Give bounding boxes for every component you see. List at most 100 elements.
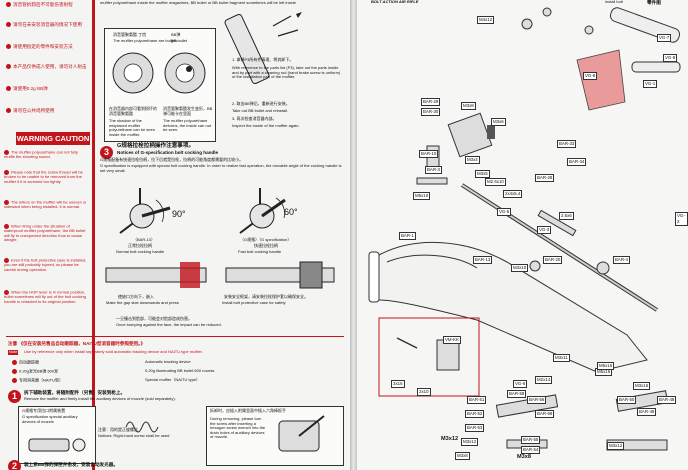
part-tag: BAR-34 <box>567 158 587 166</box>
note-body-en: Use by reference only when install separ… <box>24 349 203 354</box>
part-tag: M5x10 <box>413 192 431 200</box>
sub-box3-cn: 拆卸时，应插入附属里面中插入六角棒扳手 <box>210 408 286 413</box>
muzzle-device-illustration <box>28 438 86 452</box>
normal-handle-cn: 正常拉栓拉柄 <box>128 243 152 248</box>
shadow-caption-en: The shadow of the misplaced muffler poly… <box>109 118 156 137</box>
part-tag: VG-7 <box>657 34 672 42</box>
muffler-comparison-panel: 消音管聚氨酯 丁烷 The muffler polyurethane are b… <box>104 28 216 142</box>
step-1-title-cn: 拆下辅助装置，将随附配件（另售）安装到枪上。 <box>24 390 126 395</box>
normal-handle-en: Normal bolt cocking handle <box>116 249 165 254</box>
warning-caution-title: WARNING CAUTION <box>16 132 90 145</box>
sub-box-muzzle-device: G规格专用拉口附属装置 G specification special auxi… <box>18 406 96 464</box>
bolt-handle-angle-diagram <box>119 188 286 234</box>
muffler-disassembly-illustration <box>224 12 302 85</box>
step-3-title-en: Notices of G-specification bolt cocking … <box>117 150 219 155</box>
sidebar-note: 请勿在公共场所使用 <box>6 108 54 114</box>
part-tag: M3x8 <box>455 452 470 460</box>
manual-right-page: BOLT ACTION AIR RIFLE 零件图 install bolt <box>357 0 688 470</box>
top-caption: muffler polyurethane inside the muffler … <box>100 0 296 5</box>
bullet-icon <box>6 108 11 114</box>
step-3-body-en: G specification is equipped with special… <box>100 163 342 173</box>
bullet-icon <box>4 258 9 263</box>
step-3-badge: 3 <box>100 146 113 159</box>
step-2-badge: 2 <box>8 460 21 470</box>
deform-caption-en: The muffler polyurethane deforms, the in… <box>163 118 212 133</box>
shadow-caption-cn: 在消音器内部可看到损坏的消音管聚氨酯 <box>109 106 157 116</box>
part-tag: VM-KK <box>443 336 461 344</box>
bullet-icon <box>4 224 9 229</box>
hex-wrench-illustration <box>278 415 325 452</box>
warning-item: Please note that the screw thread will b… <box>4 169 83 184</box>
warning-item: When firing under the situation of water… <box>4 223 86 243</box>
bar10-label: （BAR-10） <box>133 237 156 242</box>
part-tag: VG-9 <box>663 54 678 62</box>
part-tag: BAR-33 <box>557 140 577 148</box>
part-tag: M2.6x10 <box>485 178 506 186</box>
gap-caption-en: Make the gap side downwards and press <box>106 300 179 305</box>
bullet-icon <box>12 360 17 365</box>
bullet-icon <box>6 44 11 50</box>
part-tag: BAR-50 <box>617 396 637 404</box>
deform-caption-cn: 消音管聚氨酯发生变形，BB弹可能卡在里面 <box>163 106 213 116</box>
normal-label-cn: 消音管聚氨酯 丁烷 <box>113 32 147 37</box>
part-tag: M3x11 <box>553 354 570 362</box>
part-tag: M4x12 <box>477 16 495 24</box>
bullet-icon <box>4 170 9 175</box>
bb-label-en: BB bullet <box>171 38 188 43</box>
page-title-cn: 零件图 <box>647 0 661 5</box>
accessory-en: Automatic tracking device <box>145 359 191 364</box>
bb-label-cn: BB弹 <box>171 32 181 37</box>
spring-illustration <box>125 421 159 433</box>
sidebar-note: 消音管拆卸后不可能伤害射程 <box>6 2 73 8</box>
sub-box3-en: During removing, please turn the screw a… <box>210 416 266 440</box>
part-tag: VG-5 <box>497 208 512 216</box>
disassembly-step: With reference to the parts list (P3), t… <box>232 65 341 80</box>
bullet-icon <box>12 369 17 374</box>
accessory-cn: 自动跟踪器 <box>12 360 39 365</box>
part-tag: BAR-30 <box>421 108 441 116</box>
part-tag: BAR-13 <box>473 256 493 264</box>
part-tag: M3x8 <box>461 102 476 110</box>
disassembly-step: Inspect the inside of the muffler again. <box>232 123 300 128</box>
muffler-cross-section-illustration <box>112 52 206 94</box>
part-tag: BAR-52 <box>465 410 485 418</box>
part-tag: M5x16 <box>597 362 615 370</box>
section-divider <box>6 336 344 337</box>
part-tag: BAR-58 <box>507 390 527 398</box>
bottom-label: M3x8 <box>517 454 531 460</box>
bullet-icon <box>12 378 17 383</box>
warning-item: The letters on the muffler will be uneve… <box>4 199 87 210</box>
disassembly-step: 3. 再次检查消音器内部。 <box>232 116 277 121</box>
accessory-en: 0.20g illuminating BB bullet 600 rounds <box>145 368 215 373</box>
disassembly-step: 1. 拿掉P3所有件清理、将其卸下。 <box>232 57 294 62</box>
disassembly-step: Take out BB bullet and reinstall. <box>232 108 289 113</box>
sidebar-note: 本产品仅供成人使用，请勿对人射击 <box>6 64 87 70</box>
fast-handle-cn: 快速拉栓拉柄 <box>254 243 278 248</box>
part-tag: BAR-29 <box>421 98 441 106</box>
step-3-body-cn: G规格配备有快速拉栓拉柄，拉下后就是拉栓，拉柄的可能角度都需要的比较小。 <box>100 157 244 162</box>
bullet-icon <box>4 290 9 295</box>
fast-handle-en: Fast bolt cocking handle <box>238 249 282 254</box>
sidebar-notes: 消音管拆卸后不可能伤害射程 请勿在未安装消音器的情况下使用 请使用指定的零件和安… <box>0 0 92 470</box>
page-header: BOLT ACTION AIR RIFLE <box>371 0 419 4</box>
bump-caption-cn: 一旦撞击到脸部，可能会对脸部造成伤害。 <box>116 316 192 321</box>
part-tag: BAR-4 <box>613 256 630 264</box>
step-2-title-cn: 装上系BB弹的弹匣并击发，安装自动发光器。 <box>24 462 118 467</box>
part-tag: M2x14 <box>535 376 553 384</box>
top-note: install bolt <box>605 0 623 4</box>
part-tag: BAR-59 <box>535 410 555 418</box>
disassembly-step: 2. 取出BB弹后，重新进行安装。 <box>232 101 290 106</box>
part-tag: BAR-1 <box>399 232 416 240</box>
sub-box-removal: 拆卸时，应插入附属里面中插入六角棒扳手 During removing, ple… <box>206 406 344 466</box>
part-tag: BAR-54 <box>521 446 541 454</box>
step-1-badge: 1 <box>8 390 21 403</box>
note-label: Note <box>8 349 19 355</box>
part-tag: VG-8 <box>583 72 598 80</box>
part-tag: BAR-3 <box>425 166 442 174</box>
part-tag: M3x5 <box>475 170 490 178</box>
warning-item: Even if the bolt protective case is inst… <box>4 257 87 272</box>
accessory-cn: 专用消音器（NAITU型） <box>12 378 63 383</box>
warning-item: The muffler polyurethane can not fully m… <box>4 149 78 160</box>
part-tag: M3x4 <box>465 156 480 164</box>
bullet-icon <box>4 150 9 155</box>
